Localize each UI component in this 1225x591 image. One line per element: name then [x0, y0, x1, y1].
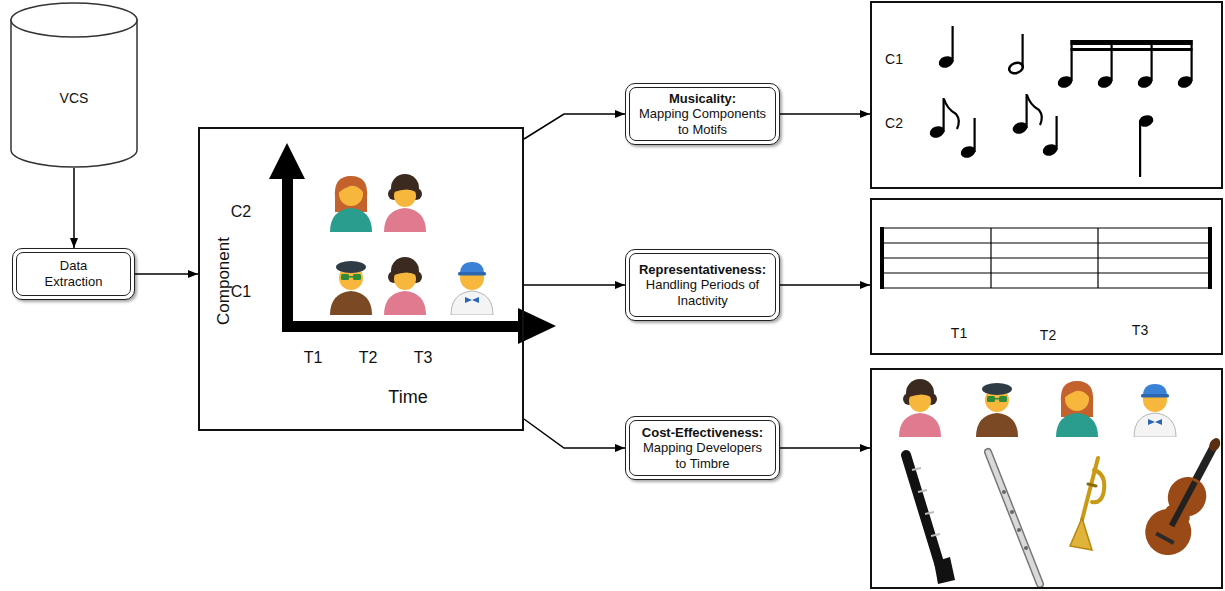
flow-arrow [524, 419, 625, 448]
box-heading: Representativeness: [639, 262, 766, 278]
process-box: Data Extraction [12, 248, 135, 300]
trumpet [1070, 458, 1104, 550]
flow-arrow [73, 168, 75, 248]
process-box: Representativeness:Handling Periods of I… [625, 249, 780, 321]
box-heading: Cost-Effectiveness: [642, 425, 763, 441]
axis-tick-label: C2 [885, 116, 903, 131]
chart-axes [269, 143, 556, 344]
flow-arrow [780, 113, 870, 115]
box-label: Handling Periods of Inactivity [637, 277, 769, 308]
box-label: Mapping Components to Motifs [637, 106, 769, 137]
axis-tick-label: T1 [304, 349, 323, 367]
flow-arrow [524, 114, 625, 139]
music-motifs [928, 26, 1194, 177]
axis-label: Component [215, 237, 234, 325]
cylinder-outline [10, 2, 138, 168]
process-box: Cost-Effectiveness:Mapping Developers to… [625, 416, 780, 480]
developer-icons [330, 174, 493, 315]
axis-tick-label: C2 [231, 203, 251, 221]
axis-tick-label: T2 [359, 349, 378, 367]
motif-box: C1C2 [870, 1, 1223, 189]
chart-box: Component C2C1T1 T2 T3Time [198, 127, 524, 431]
violin [1137, 428, 1225, 563]
box-label: VCS [60, 90, 89, 107]
box-heading: Musicality: [669, 91, 736, 107]
staff-box: T1 T2 T3 [870, 198, 1223, 355]
flow-arrow [780, 447, 870, 449]
axis-tick-label: T3 [414, 349, 433, 367]
axis-tick-label: T1 [951, 326, 967, 341]
music-staff [880, 227, 1212, 289]
axis-tick-label: Time [388, 388, 427, 408]
flow-arrow [135, 273, 198, 275]
box-label: Data Extraction [34, 258, 114, 289]
clarinet [906, 455, 955, 584]
database-cylinder: VCS [10, 2, 138, 168]
process-box: Musicality:Mapping Components to Motifs [625, 83, 780, 145]
developer-icons [899, 379, 1176, 437]
box-label: Mapping Developers to Timbre [637, 440, 769, 471]
axis-tick-label: C1 [885, 52, 903, 67]
axis-tick-label: T2 [1040, 328, 1056, 343]
flow-arrow [524, 284, 625, 286]
flute [988, 452, 1040, 584]
axis-tick-label: C1 [231, 283, 251, 301]
timbre-box [870, 368, 1223, 589]
flow-arrow [780, 284, 870, 286]
axis-tick-label: T3 [1132, 323, 1148, 338]
